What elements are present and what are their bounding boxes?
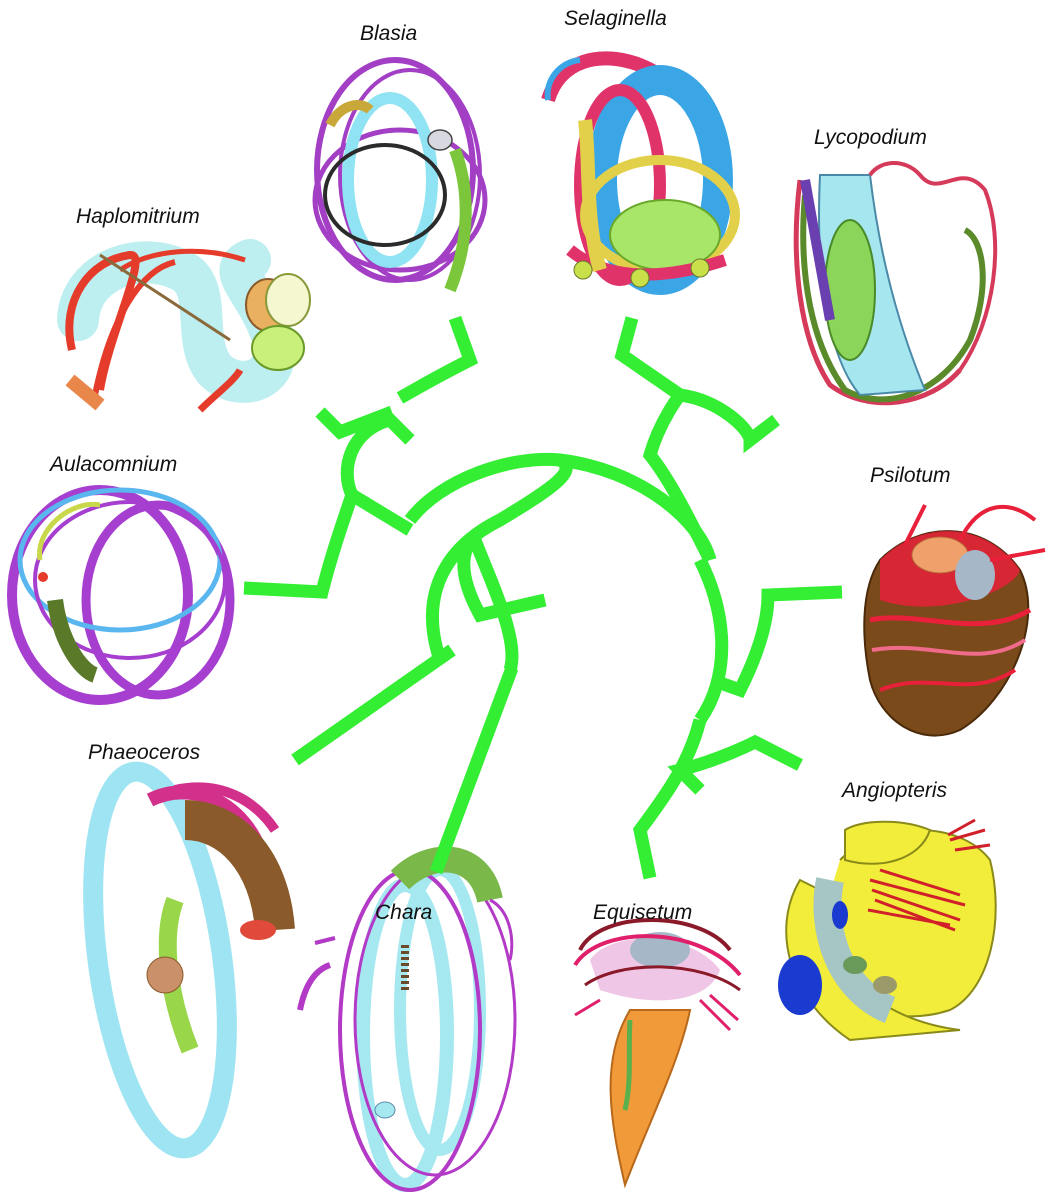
illustration-angiopteris [778,820,996,1040]
label-selaginella: Selaginella [564,7,667,30]
branch-fern-clade [712,592,842,690]
illustration-aulacomnium [12,490,230,700]
illustration-phaeoceros [72,763,276,1157]
label-blasia: Blasia [360,22,417,45]
branch-phaeoceros [295,650,452,760]
branch-chara [436,668,512,872]
illustration-equisetum [575,920,740,1185]
illustration-haplomitrium [69,251,310,410]
branch-blasia [400,318,470,398]
branch-fern-lower [640,720,700,878]
label-haplomitrium: Haplomitrium [76,205,200,228]
illustration-blasia [315,60,485,290]
branch-lycopodium [680,395,776,440]
illustration-lycopodium [796,163,995,403]
branch-aulacomnium-clade [244,495,352,592]
label-psilotum: Psilotum [870,464,951,487]
label-chara: Chara [375,901,432,924]
branch-lycophyte-clade [650,395,710,560]
illustration-psilotum [864,505,1045,736]
label-angiopteris: Angiopteris [840,779,948,802]
clade-vascular-arc [700,560,722,720]
label-phaeoceros: Phaeoceros [88,741,201,764]
label-equisetum: Equisetum [593,901,692,924]
illustration-selaginella [548,58,735,287]
label-aulacomnium: Aulacomnium [48,453,177,476]
branch-selaginella [622,318,680,395]
branch-liverwort-root [347,420,410,530]
clade-inner-arc [464,540,545,670]
cladogram [244,318,842,878]
branch-angiopteris [680,742,800,790]
label-lycopodium: Lycopodium [814,126,927,149]
